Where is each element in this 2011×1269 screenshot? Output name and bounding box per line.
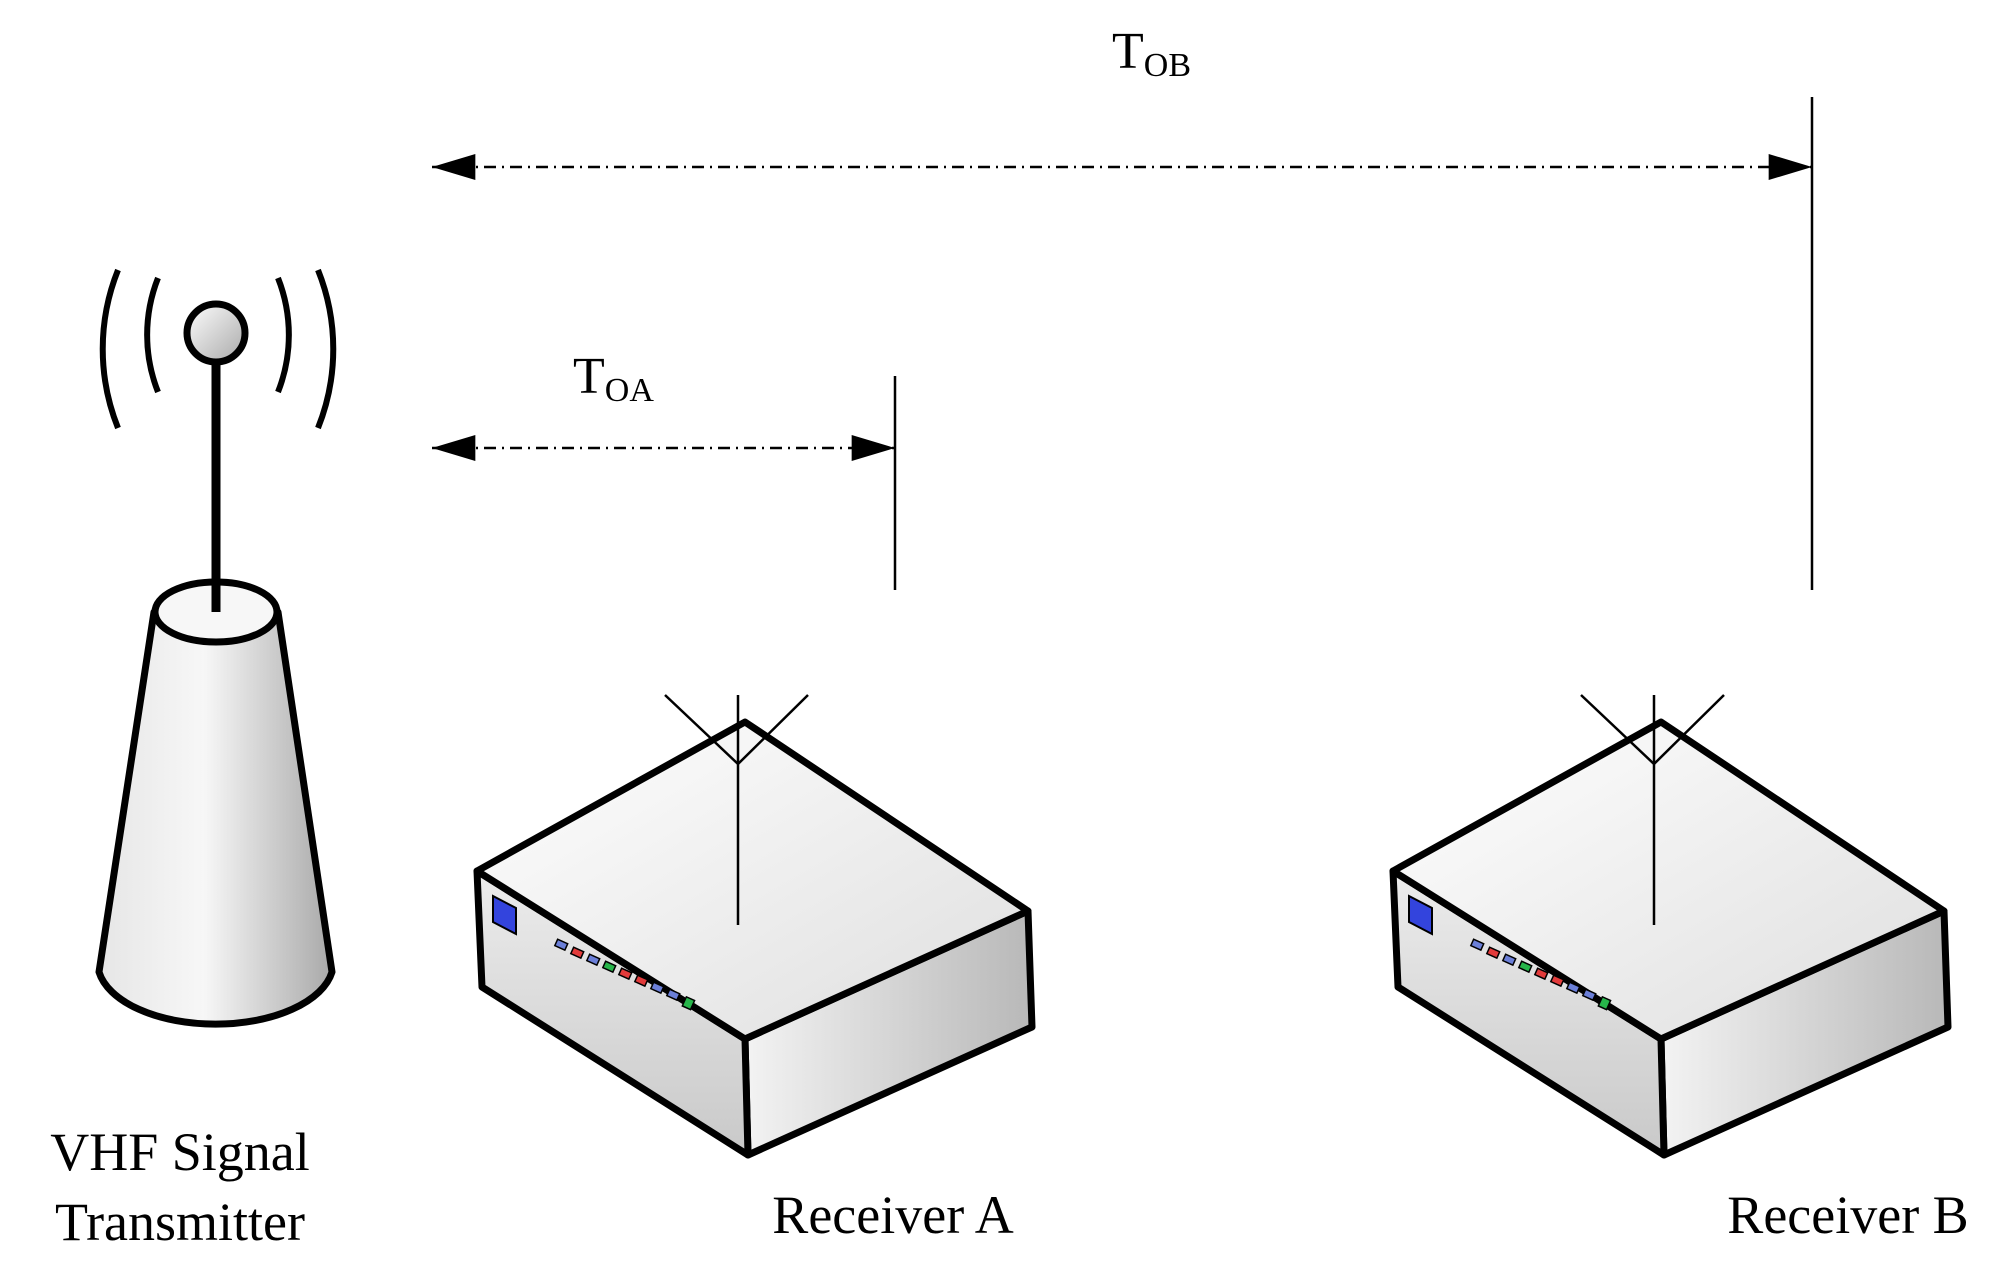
t-oa-label: TOA <box>573 348 654 409</box>
t-ob-label: TOB <box>1112 23 1191 84</box>
receiver-b-label: Receiver B <box>1727 1185 1968 1245</box>
transmitter-label-line2: Transmitter <box>55 1192 305 1252</box>
transmitter-label-line1: VHF Signal <box>50 1122 310 1182</box>
receiver-b-device-icon <box>1393 695 1948 1155</box>
radio-tower-icon <box>95 268 337 1028</box>
measurement-lines <box>432 97 1814 590</box>
receiver-a-label: Receiver A <box>772 1185 1013 1245</box>
receiver-a-device-icon <box>477 695 1032 1155</box>
